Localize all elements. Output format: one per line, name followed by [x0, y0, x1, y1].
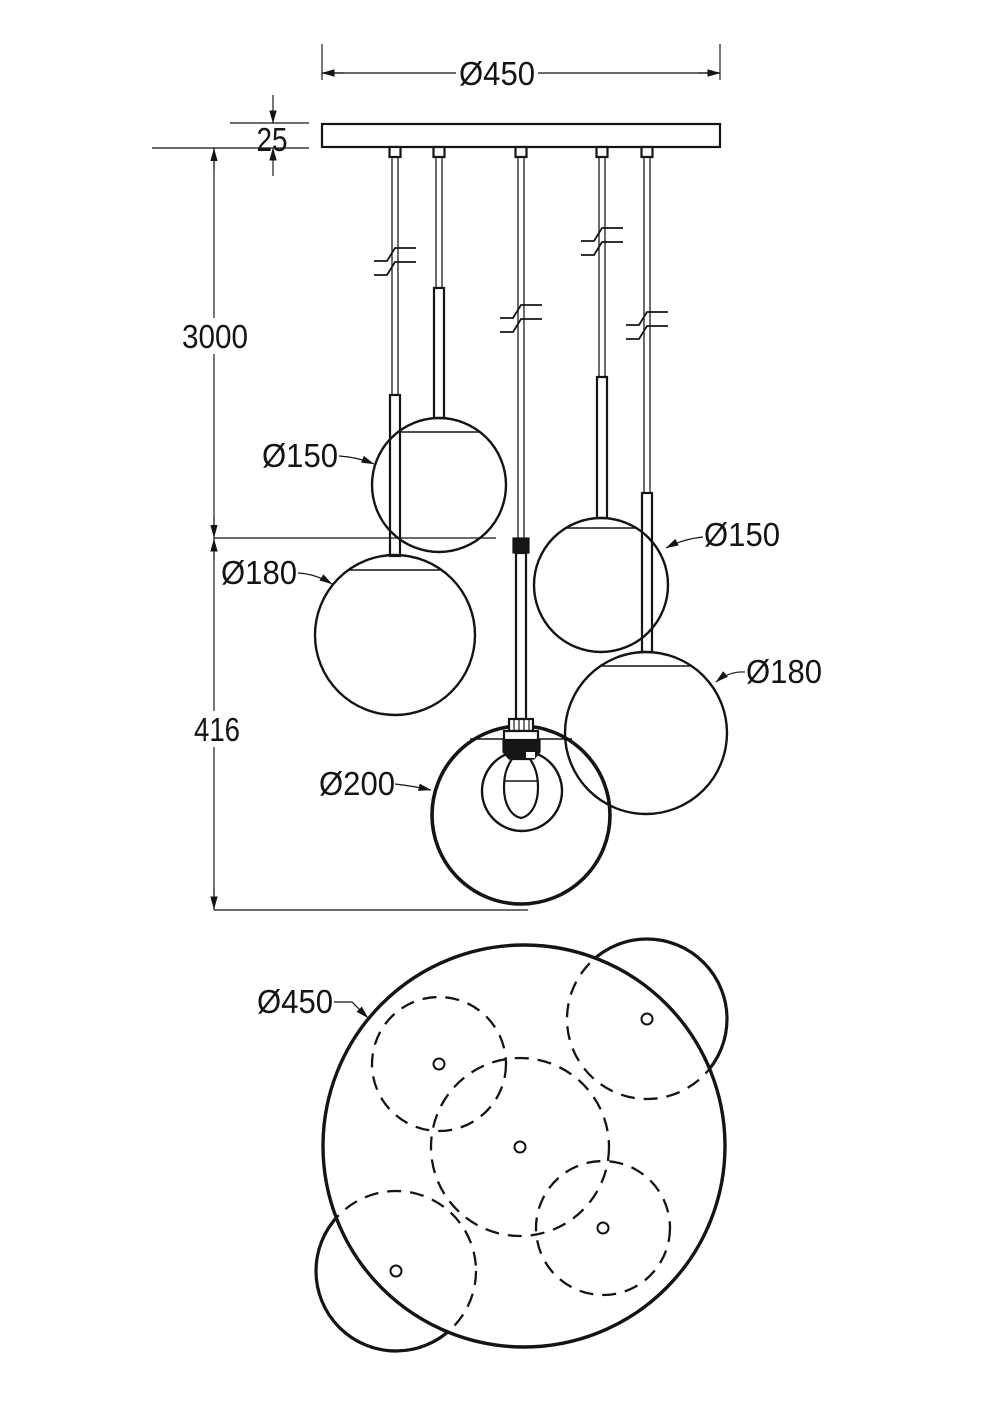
cable-point [640, 1012, 654, 1026]
cable-point [596, 1221, 610, 1235]
dimension-canopy-thickness: 25 [152, 95, 309, 176]
plan-shade-150-left [370, 995, 508, 1133]
top-view: Ø450 [257, 937, 729, 1353]
cable-point [432, 1057, 446, 1071]
side-view: Ø450 25 3000 416 [152, 44, 822, 911]
shade-180-right [563, 650, 729, 816]
label-text: Ø450 [257, 983, 333, 1020]
break-icon [374, 247, 416, 276]
cable-connector [514, 145, 528, 159]
dimension-suspension-length: 3000 [178, 148, 496, 539]
cable-connector [388, 145, 402, 159]
suspension-cables [391, 157, 651, 538]
cable-5 [643, 157, 651, 493]
cable-connector [640, 145, 654, 159]
break-icon [500, 304, 542, 333]
break-icon [581, 227, 623, 256]
label-canopy-plan: Ø450 [257, 983, 369, 1020]
label-text: Ø200 [319, 765, 395, 802]
label-text: Ø180 [746, 653, 822, 690]
plan-shade-150-right [534, 1159, 672, 1297]
dimension-canopy-width: Ø450 [321, 44, 721, 92]
dim-text-suspension-length: 3000 [182, 318, 248, 355]
cable-1 [391, 157, 399, 395]
cable-connector [595, 145, 609, 159]
dim-text-canopy-diameter: Ø450 [459, 55, 535, 92]
cable-connector [432, 145, 446, 159]
socket-plate [502, 729, 540, 742]
center-rod [514, 551, 528, 721]
cable-4 [598, 157, 606, 377]
canopy-side [320, 122, 722, 149]
label-text: Ø180 [221, 554, 297, 591]
stem [432, 286, 446, 420]
leader-line [334, 1001, 369, 1019]
socket-notch [526, 752, 535, 758]
center-pendant [430, 537, 612, 906]
label-shade-150-left: Ø150 [262, 437, 375, 474]
text-mask [456, 54, 538, 92]
stem [640, 491, 654, 654]
leader-line [338, 455, 375, 465]
shade-stems [388, 286, 654, 654]
cable-2 [435, 157, 443, 288]
plan-shades-visible [314, 937, 729, 1353]
canopy-plan [321, 943, 727, 1349]
leader-line [715, 671, 746, 683]
text-mask [178, 318, 252, 354]
stem [595, 375, 609, 520]
text-mask [191, 711, 243, 747]
plan-shade-180-left-arc [314, 1189, 478, 1353]
candle-bulb [502, 757, 540, 820]
cable-3 [517, 157, 525, 538]
leader-line [665, 536, 704, 549]
dimension-cluster-height: 416 [191, 538, 528, 911]
leader-line [394, 783, 432, 791]
leader-line [297, 572, 333, 585]
plan-shade-180-right-arc [565, 937, 729, 1101]
label-shade-180-right: Ø180 [715, 653, 822, 690]
shade-150-left [370, 416, 508, 554]
cable-connectors [388, 145, 654, 159]
label-shade-180-left: Ø180 [221, 554, 333, 591]
label-shade-150-right: Ø150 [665, 516, 780, 553]
cable-break-symbols [374, 227, 668, 340]
shade-180-left [313, 553, 477, 717]
label-text: Ø150 [704, 516, 780, 553]
cable-point [513, 1140, 527, 1154]
break-icon [626, 311, 668, 340]
cable-point [389, 1264, 403, 1278]
glass-shades [313, 416, 729, 816]
dim-text-cluster-height: 416 [194, 711, 240, 748]
label-text: Ø150 [262, 437, 338, 474]
shade-150-right [532, 516, 670, 654]
label-shade-200-center: Ø200 [319, 765, 432, 802]
plan-shade-200-center [429, 1056, 611, 1238]
dim-text-canopy-thickness: 25 [257, 121, 288, 158]
cable-joint [512, 537, 530, 554]
collar-ribs [513, 720, 530, 730]
plan-cable-points [389, 1012, 654, 1278]
